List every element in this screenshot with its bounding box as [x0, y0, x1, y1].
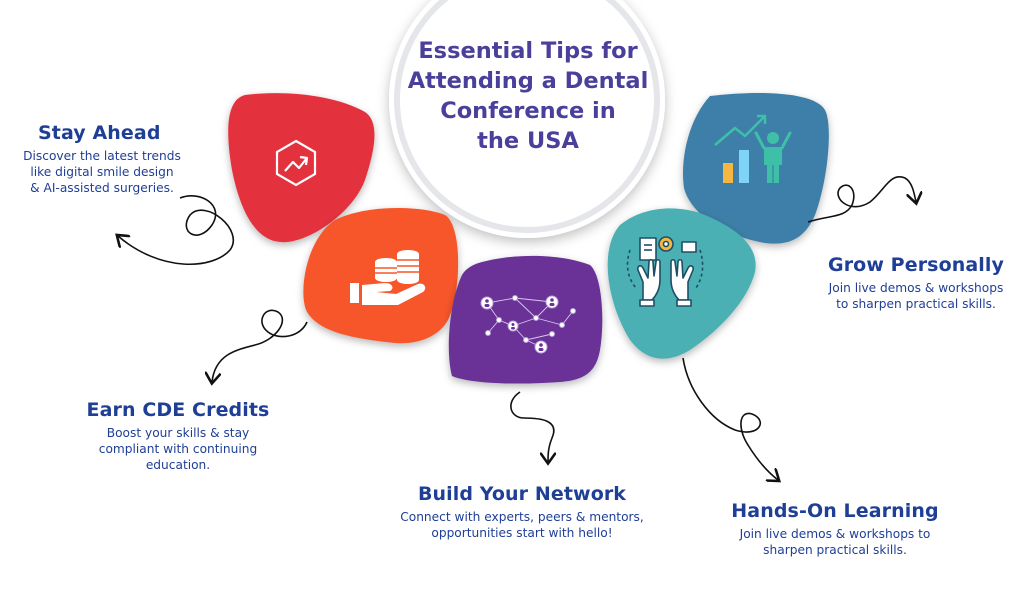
- title-line: Conference in: [440, 98, 616, 124]
- tip-description: Connect with experts, peers & mentors, o…: [384, 509, 660, 541]
- title-line: the USA: [477, 128, 579, 154]
- growth-person-icon: [714, 114, 792, 183]
- title-line: Attending a Dental: [407, 68, 649, 94]
- network-nodes: [480, 295, 576, 354]
- tip-line: & AI-assisted surgeries.: [30, 181, 174, 195]
- title-circle-ring: [394, 0, 660, 233]
- network-person-marks: [484, 298, 555, 351]
- arrow-build-network: [510, 391, 554, 462]
- petal-grow-personally: [683, 92, 829, 244]
- tip-heading: Grow Personally: [828, 254, 1004, 276]
- tip-line: Join live demos & workshops to: [739, 527, 931, 541]
- tip-heading: Hands-On Learning: [731, 500, 939, 522]
- tip-description: Discover the latest trends like digital …: [12, 148, 192, 196]
- tip-line: opportunities start with hello!: [431, 526, 613, 540]
- petal-stay-ahead: [228, 93, 375, 243]
- tip-heading: Earn CDE Credits: [86, 399, 270, 421]
- tip-line: Connect with experts, peers & mentors,: [400, 510, 644, 524]
- tip-description: Boost your skills & stay compliant with …: [78, 425, 278, 473]
- tip-line: Discover the latest trends: [23, 149, 181, 163]
- tip-line: to sharpen practical skills.: [836, 297, 996, 311]
- trend-chart-icon: [275, 139, 317, 187]
- tip-line: Boost your skills & stay: [106, 426, 250, 440]
- tip-hands-on: Hands-On Learning Join live demos & work…: [712, 500, 958, 558]
- tip-heading: Stay Ahead: [38, 122, 161, 144]
- arrow-grow-personally: [807, 176, 916, 223]
- tip-build-network: Build Your Network Connect with experts,…: [384, 483, 660, 541]
- arrow-earn-cde: [212, 309, 308, 382]
- title-line: Essential Tips for: [418, 38, 638, 64]
- arrow-hands-on: [682, 357, 778, 480]
- tip-description: Join live demos & workshops to sharpen p…: [712, 526, 958, 558]
- tip-line: sharpen practical skills.: [763, 543, 907, 557]
- tip-stay-ahead: Stay Ahead Discover the latest trends li…: [12, 122, 192, 196]
- tip-heading: Build Your Network: [417, 483, 627, 505]
- tip-grow-personally: Grow Personally Join live demos & worksh…: [812, 254, 1020, 312]
- page-title: Essential Tips for Attending a Dental Co…: [400, 36, 656, 156]
- hand-coins-icon: [350, 250, 426, 305]
- title-circle: [389, 0, 665, 238]
- tip-line: education.: [145, 458, 211, 472]
- tip-line: Join live demos & workshops: [828, 281, 1004, 295]
- tip-line: like digital smile design: [30, 165, 174, 179]
- arrow-stay-ahead: [118, 195, 234, 265]
- tip-earn-cde: Earn CDE Credits Boost your skills & sta…: [78, 399, 278, 473]
- raised-hands-icon: [626, 236, 704, 307]
- tip-line: compliant with continuing: [98, 442, 258, 456]
- tip-description: Join live demos & workshops to sharpen p…: [812, 280, 1020, 312]
- petal-build-network: [448, 255, 603, 384]
